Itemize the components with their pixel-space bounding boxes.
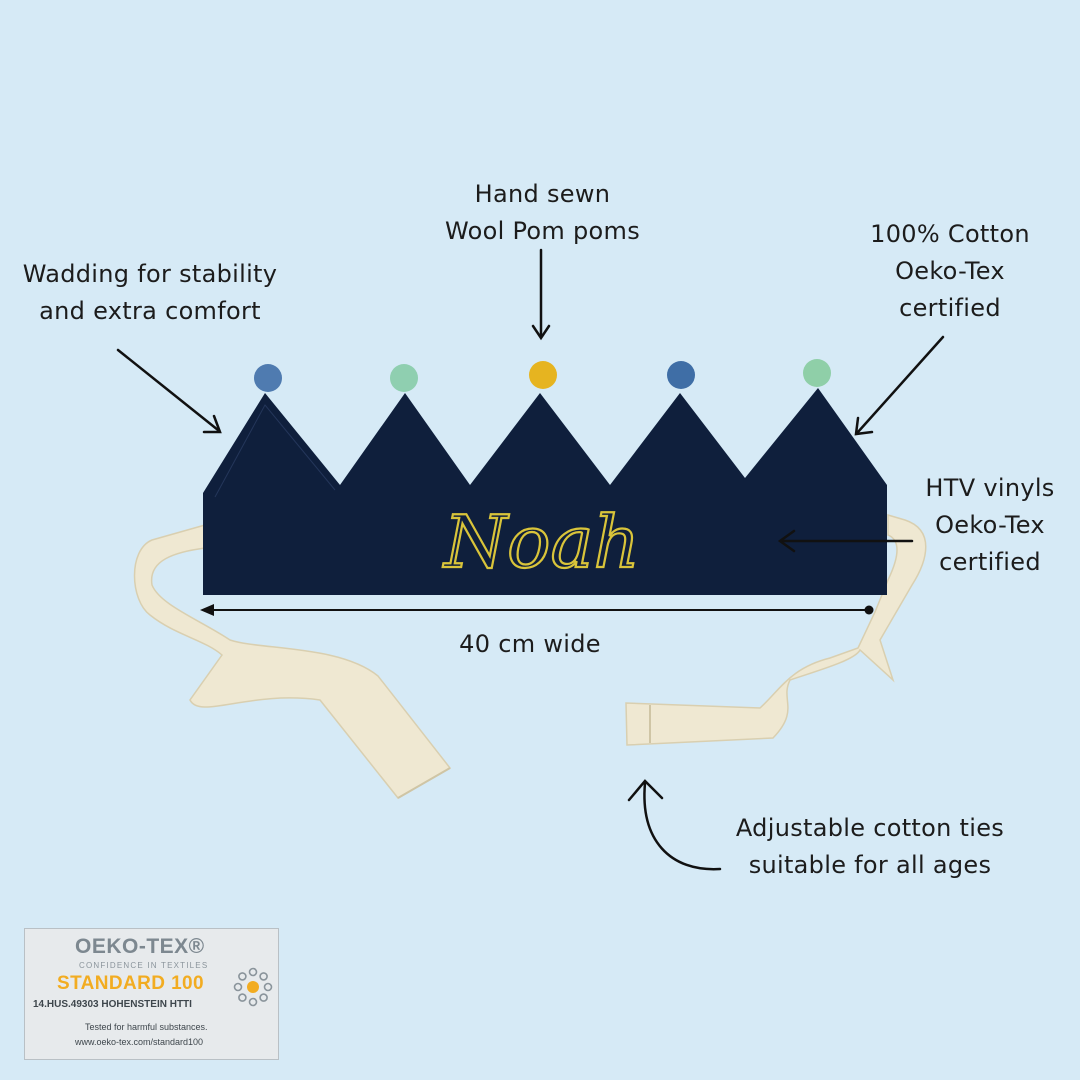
left-cotton-tie (133, 524, 452, 799)
badge-standard: STANDARD 100 (57, 973, 204, 994)
wadding-label: Wadding for stability and extra comfort (10, 256, 290, 330)
blue-pompom-icon (254, 364, 282, 392)
mint-pompom-icon (803, 359, 831, 387)
htv-line-2: Oeko-Tex (935, 511, 1045, 539)
badge-tested: Tested for harmful substances. (85, 1022, 208, 1032)
htv-label: HTV vinyls Oeko-Tex certified (915, 470, 1065, 581)
cotton-label: 100% Cotton Oeko-Tex certified (860, 216, 1040, 327)
badge-url: www.oeko-tex.com/standard100 (75, 1037, 204, 1047)
pompoms-line-1: Hand sewn (474, 180, 611, 208)
mint-pompom-icon (390, 364, 418, 392)
wadding-line-2: and extra comfort (39, 297, 261, 325)
pompom-arrow-icon (531, 248, 551, 341)
cotton-line-3: certified (899, 294, 1001, 322)
wadding-line-1: Wadding for stability (22, 260, 278, 288)
cotton-arrow-icon (854, 335, 945, 436)
badge-title: OEKO-TEX® (75, 935, 205, 958)
curved-ties-arrow-icon (627, 779, 722, 871)
htv-line-3: certified (939, 548, 1041, 576)
crown-name-text: Noah (442, 500, 640, 584)
ties-line-1: Adjustable cotton ties (735, 814, 1005, 842)
width-measure-line (200, 604, 874, 616)
yellow-pompom-icon (529, 361, 557, 389)
crown-body (203, 388, 887, 595)
ties-line-2: suitable for all ages (748, 851, 992, 879)
cotton-line-1: 100% Cotton (870, 220, 1030, 248)
oeko-tex-badge: OEKO-TEX® CONFIDENCE IN TEXTILES STANDAR… (24, 928, 279, 1060)
pompoms-label: Hand sewn Wool Pom poms (420, 176, 665, 250)
htv-line-1: HTV vinyls (925, 474, 1055, 502)
blue-pompom-icon (667, 361, 695, 389)
htv-arrow-icon (777, 529, 914, 553)
badge-tagline: CONFIDENCE IN TEXTILES (79, 961, 209, 970)
cotton-line-2: Oeko-Tex (895, 257, 1005, 285)
badge-code: 14.HUS.49303 HOHENSTEIN HTTI (33, 999, 192, 1010)
pompoms-line-2: Wool Pom poms (445, 217, 640, 245)
ties-label: Adjustable cotton ties suitable for all … (715, 810, 1025, 884)
oeko-flower-icon (233, 967, 273, 1007)
width-label: 40 cm wide (459, 630, 601, 658)
wadding-arrow-icon (116, 348, 222, 434)
